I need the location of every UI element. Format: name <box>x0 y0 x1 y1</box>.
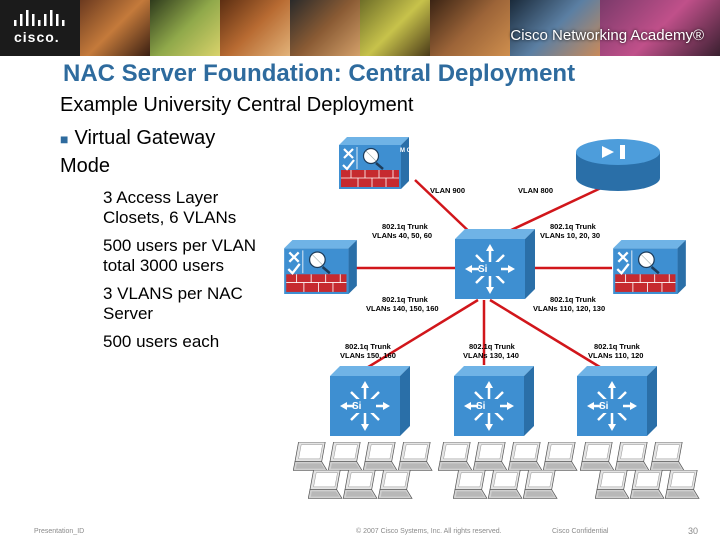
laptop-icon <box>488 470 523 499</box>
header-photo <box>150 0 220 56</box>
laptop-icon <box>473 442 508 471</box>
nac-server-left <box>283 240 358 294</box>
academy-wordmark: Cisco Networking Academy® <box>510 27 704 44</box>
laptop-icon <box>595 470 630 499</box>
cisco-logo <box>14 10 65 26</box>
sub-point-list: 3 Access Layer Closets, 6 VLANs 500 user… <box>103 188 278 360</box>
header-photo <box>600 0 720 56</box>
trunk-label: 802.1q Trunk <box>550 222 597 231</box>
sub-point: 3 VLANS per NAC Server <box>103 284 243 323</box>
laptop-icon <box>308 470 343 499</box>
access-switch-center <box>454 365 534 437</box>
laptop-icon <box>650 442 685 471</box>
header-photo <box>510 0 600 56</box>
switch-si-label: Si <box>599 401 609 412</box>
nac-server-manager <box>337 137 411 189</box>
laptop-icon <box>615 442 650 471</box>
laptop-icon <box>453 470 488 499</box>
page-number: 30 <box>688 526 699 536</box>
laptop-group-left <box>293 442 433 499</box>
trunk-label: 802.1q Trunk <box>469 342 516 351</box>
vlan-label-left: VLAN 900 <box>430 186 465 195</box>
switch-si-label: Si <box>478 264 488 275</box>
laptop-icon <box>293 442 328 471</box>
network-links <box>355 178 619 374</box>
trunk-vlans: VLANs 140, 150, 160 <box>366 304 439 313</box>
switch-si-label: Si <box>352 401 362 412</box>
footer-confidential: Cisco Confidential <box>552 528 609 535</box>
bullet-virtual-gateway: ■Virtual Gateway Mode <box>60 125 270 180</box>
trunk-vlans: VLANs 110, 120 <box>588 351 643 360</box>
trunk-vlans: VLANs 110, 120, 130 <box>533 304 605 313</box>
laptop-icon <box>438 442 473 471</box>
trunk-vlans: VLANs 10, 20, 30 <box>540 231 600 240</box>
switch-si-label: Si <box>476 401 486 412</box>
laptop-icon <box>328 442 363 471</box>
laptop-group-right <box>580 442 700 499</box>
header-photo <box>220 0 290 56</box>
trunk-label: 802.1q Trunk <box>382 222 429 231</box>
laptop-icon <box>508 442 543 471</box>
cisco-wordmark: cisco. <box>14 29 60 45</box>
trunk-label: 802.1q Trunk <box>382 295 429 304</box>
laptop-icon <box>665 470 700 499</box>
laptop-group-center <box>438 442 578 499</box>
laptop-icon <box>630 470 665 499</box>
trunk-label: 802.1q Trunk <box>594 342 641 351</box>
laptop-icon <box>543 442 578 471</box>
header-banner: cisco. Cisco Networking Academy® <box>0 0 720 56</box>
access-switch-left <box>330 365 410 437</box>
sub-point: 500 users each <box>103 332 220 351</box>
core-switch <box>455 228 535 300</box>
trunk-label: 802.1q Trunk <box>550 295 597 304</box>
laptop-icon <box>398 442 433 471</box>
square-bullet-icon: ■ <box>60 131 69 147</box>
bullet-text: Virtual Gateway Mode <box>60 127 216 177</box>
trunk-label: 802.1q Trunk <box>345 342 392 351</box>
laptop-icon <box>523 470 558 499</box>
access-switch-right <box>577 365 657 437</box>
header-photo <box>430 0 510 56</box>
trunk-vlans: VLANs 130, 140 <box>463 351 519 360</box>
footer-presentation-id: Presentation_ID <box>34 528 85 535</box>
laptop-icon <box>378 470 413 499</box>
header-photo <box>360 0 430 56</box>
manager-badge: M G R <box>400 148 418 154</box>
nac-server-right <box>612 240 687 294</box>
sub-point: 500 users per VLAN total 3000 users <box>103 236 257 275</box>
header-photo <box>80 0 150 56</box>
slide-title: NAC Server Foundation: Central Deploymen… <box>63 60 576 87</box>
nac-gateway-router <box>576 139 660 191</box>
sub-point: 3 Access Layer Closets, 6 VLANs <box>103 188 237 227</box>
vlan-label-right: VLAN 800 <box>518 186 553 195</box>
footer-copyright: © 2007 Cisco Systems, Inc. All rights re… <box>356 528 502 535</box>
laptop-icon <box>343 470 378 499</box>
trunk-vlans: VLANs 40, 50, 60 <box>372 231 432 240</box>
trunk-vlans: VLANs 150, 160 <box>340 351 396 360</box>
slide-subtitle: Example University Central Deployment <box>60 94 414 116</box>
laptop-icon <box>580 442 615 471</box>
laptop-icon <box>363 442 398 471</box>
header-photo <box>290 0 360 56</box>
